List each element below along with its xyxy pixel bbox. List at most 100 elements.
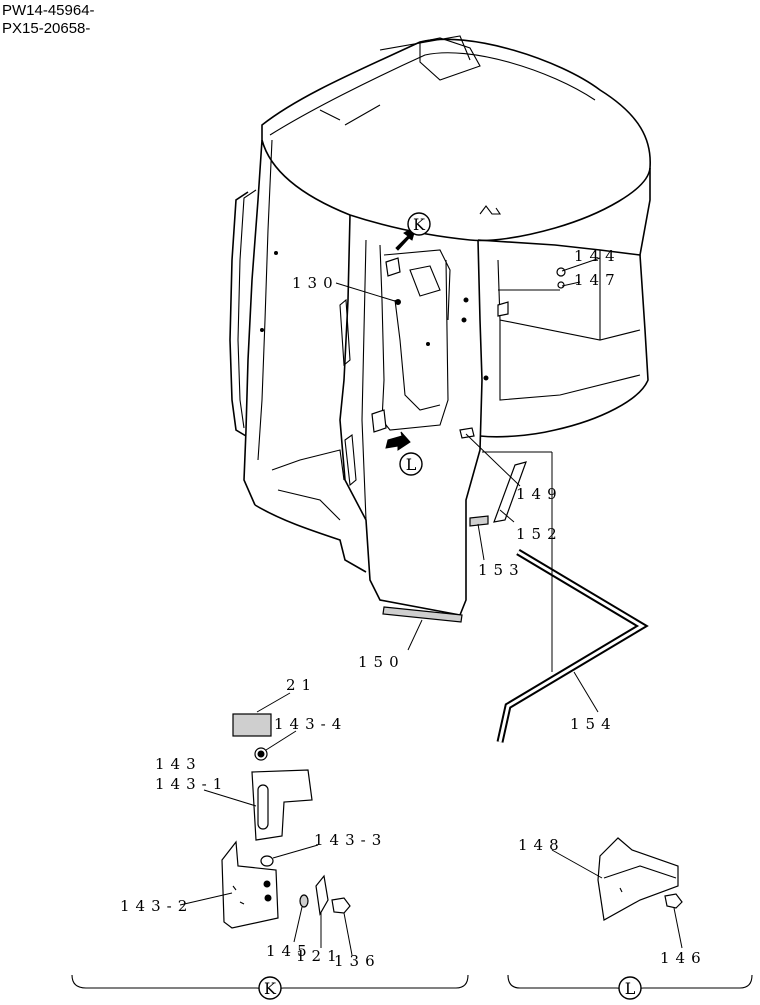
leader-147: [561, 281, 581, 287]
callout-L-text: L: [406, 455, 417, 474]
leader-145: [293, 906, 303, 943]
left-door-handle: [339, 298, 351, 367]
roof-rear: [379, 35, 471, 61]
part-147-nut: [557, 281, 565, 289]
label-21: 21: [286, 676, 317, 694]
label-143-1: 143-1: [155, 775, 228, 793]
label-147: 147: [574, 271, 621, 289]
group-K-text: K: [264, 979, 277, 998]
bolt-dot: [483, 375, 489, 381]
part-152-strip: [493, 461, 527, 523]
label-143: 143: [155, 755, 202, 773]
part-136-bolt: [331, 897, 351, 914]
label-143-3: 143-3: [314, 831, 387, 849]
hole: [264, 894, 272, 902]
label-146: 146: [660, 949, 707, 967]
serial-range-2: PX15-20658-: [2, 20, 90, 37]
callout-L-circle: [399, 452, 423, 476]
leader-21: [256, 692, 291, 713]
cab-assembly: [229, 35, 651, 616]
bolt-dot: [260, 328, 264, 332]
group-L-circle: [618, 976, 642, 1000]
hole: [263, 880, 271, 888]
leader-152: [499, 509, 515, 523]
floor-edge: [499, 320, 641, 401]
group-K-circle: [258, 976, 282, 1000]
part-154-weatherstrip: [496, 548, 649, 743]
part-154-weatherstrip-core: [498, 550, 645, 743]
label-148: 148: [518, 836, 565, 854]
label-130: 130: [292, 274, 339, 292]
part-148-fold: [603, 865, 677, 879]
leader-143: [203, 789, 257, 807]
roof-detail: [319, 104, 381, 126]
part-146-bolt: [664, 893, 683, 909]
label-145: 145: [266, 942, 313, 960]
label-150: 150: [358, 653, 405, 671]
detail-L: 148 146: [518, 836, 707, 967]
leader-148: [551, 849, 603, 879]
front-window-top: [383, 249, 451, 321]
label-136: 136: [334, 952, 381, 970]
part-right-clip: [497, 301, 509, 317]
right-upper-frame: [477, 168, 651, 256]
left-floor-step: [277, 489, 341, 521]
part-149-clip: [459, 427, 475, 439]
label-121: 121: [296, 947, 343, 965]
bolt-dot: [461, 317, 467, 323]
left-lower-handle: [344, 433, 357, 487]
callout-K-text: K: [413, 215, 426, 234]
bolt-dot: [426, 342, 430, 346]
part-143-4-knob-center: [257, 750, 265, 758]
label-144: 144: [574, 247, 621, 265]
part-bracket-L: [371, 409, 387, 433]
group-L-text: L: [625, 979, 636, 998]
left-pillar-inner: [257, 139, 273, 461]
label-152: 152: [516, 525, 563, 543]
leader-154: [573, 671, 599, 713]
part-130-bracket-top: [385, 257, 401, 277]
front-pillar-edge: [361, 239, 367, 521]
part-145-washer: [299, 894, 309, 908]
leader-150: [407, 619, 423, 651]
part-143-slot: [257, 784, 269, 830]
part-150-seal: [382, 606, 463, 623]
label-153: 153: [478, 561, 525, 579]
right-lower-frame: [479, 254, 649, 438]
part-143-3-clip: [260, 855, 274, 867]
front-inner-panel: [394, 299, 441, 411]
part-153-pad: [469, 515, 489, 527]
leader-130: [335, 282, 399, 303]
front-inner-box: [409, 265, 441, 297]
label-149: 149: [516, 485, 563, 503]
cab-roof: [261, 38, 651, 242]
leader-136: [343, 912, 353, 956]
bolt-dot: [274, 251, 278, 255]
leader-144: [561, 257, 601, 272]
leader-149: [465, 433, 521, 487]
leader-153: [477, 523, 485, 561]
arrow-L: [385, 431, 411, 451]
part-143-2-base: [221, 840, 279, 929]
label-154: 154: [570, 715, 617, 733]
left-floor-inner: [271, 449, 345, 481]
leader-143-3: [272, 844, 319, 859]
serial-range-1: PW14-45964-: [2, 2, 95, 19]
left-handrail-inner: [237, 189, 257, 429]
roof-edge: [269, 52, 596, 136]
label-143-2: 143-2: [120, 897, 193, 915]
leader-143-4: [265, 730, 297, 751]
part-21-plate: [232, 713, 272, 737]
part-148-slot: [619, 887, 623, 893]
callout-K-circle: [407, 212, 431, 236]
left-floor: [254, 504, 367, 573]
part-121-spacer: [315, 874, 329, 916]
detail-K: 21 143-4 143 143-1 143-3 143-2 145 121 1…: [120, 676, 387, 970]
bolt-dot: [463, 297, 469, 303]
roof-hatch-front: [419, 37, 481, 81]
leader-146: [673, 907, 683, 949]
left-handrail: [229, 191, 249, 437]
front-pillar: [339, 214, 483, 616]
